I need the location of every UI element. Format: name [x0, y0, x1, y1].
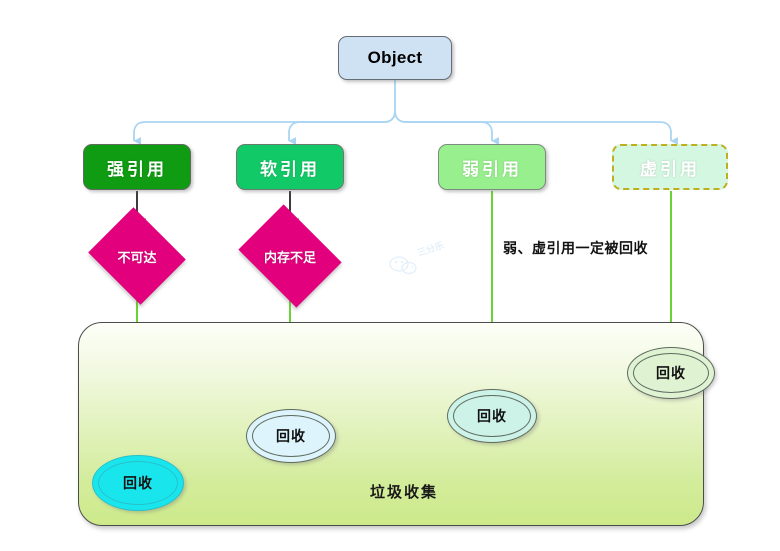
node-recycle-soft[interactable]: 回收	[246, 409, 336, 463]
node-phantom-reference[interactable]: 虚引用	[612, 144, 728, 190]
node-strong-reference[interactable]: 强引用	[83, 144, 191, 190]
watermark: 三分乐	[385, 238, 465, 276]
node-weak-reference[interactable]: 弱引用	[438, 144, 546, 190]
object-node[interactable]: Object	[338, 36, 452, 80]
watermark-text: 三分乐	[416, 240, 446, 258]
recycle-label: 回收	[98, 461, 178, 505]
node-soft-reference[interactable]: 软引用	[236, 144, 344, 190]
diamond-label: 内存不足	[263, 249, 316, 265]
recycle-label: 回收	[633, 353, 709, 393]
recycle-label: 回收	[453, 395, 531, 437]
garbage-collection-title: 垃圾收集	[370, 484, 439, 501]
condition-connectors	[136, 191, 299, 228]
node-recycle-weak[interactable]: 回收	[447, 389, 537, 443]
diamond-label: 不可达	[117, 249, 157, 265]
recycle-label: 回收	[252, 415, 330, 457]
node-recycle-phantom[interactable]: 回收	[627, 347, 715, 399]
node-recycle-strong[interactable]: 回收	[92, 455, 184, 511]
note-weak-phantom-collected: 弱、虚引用一定被回收	[503, 240, 648, 256]
garbage-collection-region	[78, 322, 704, 526]
wechat-icon	[389, 256, 417, 275]
tree-connectors	[133, 80, 678, 145]
node-unreachable-condition[interactable]: 不可达	[88, 207, 186, 305]
node-out-of-memory-condition[interactable]: 内存不足	[238, 204, 342, 308]
